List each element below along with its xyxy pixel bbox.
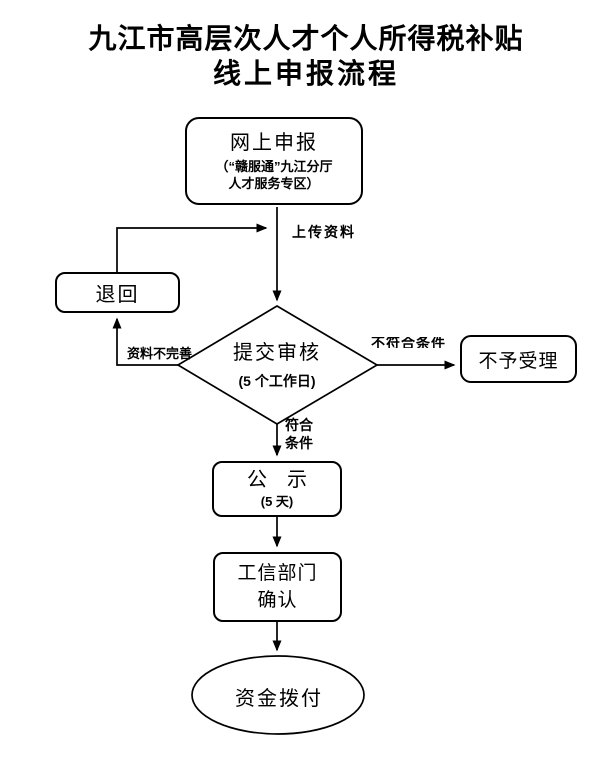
node-publicity: 公 示 (5 天) bbox=[212, 461, 342, 517]
node-confirm-line2: 确认 bbox=[257, 590, 298, 611]
page-title-line2: 线上申报流程 bbox=[212, 59, 399, 90]
disburse-ellipse-shape bbox=[191, 655, 365, 735]
node-publicity-subtitle: (5 天) bbox=[260, 493, 294, 509]
node-review-title: 提交审核 bbox=[233, 342, 321, 364]
node-reject: 不予受理 bbox=[460, 335, 577, 383]
edge-label-qualified: 符合 条件 bbox=[285, 418, 313, 454]
node-confirm-line1: 工信部门 bbox=[237, 563, 318, 584]
node-disburse-label: 资金拨付 bbox=[235, 688, 323, 710]
edge-label-upload: 上传资料 bbox=[292, 226, 356, 241]
edge-label-incomplete: 资料不完善 bbox=[127, 346, 193, 361]
node-reject-label: 不予受理 bbox=[478, 350, 559, 372]
connector-review-to-return bbox=[112, 317, 178, 366]
page-title-line1: 九江市高层次人才个人所得税补贴 bbox=[88, 24, 524, 55]
node-publicity-title: 公 示 bbox=[247, 468, 307, 491]
edge-label-qualified-line2: 条件 bbox=[285, 437, 313, 452]
node-online-apply-title: 网上申报 bbox=[230, 131, 318, 154]
review-diamond-shape bbox=[176, 305, 379, 425]
node-review-subtitle: (5 个工作日) bbox=[238, 373, 316, 389]
node-confirm: 工信部门 确认 bbox=[213, 552, 342, 622]
node-online-apply: 网上申报 （“赣服通”九江分厅 人才服务专区） bbox=[185, 117, 363, 205]
edge-label-not-qualified: 不符合条件 bbox=[371, 337, 446, 348]
node-online-apply-subtitle-line1: （“赣服通”九江分厅 bbox=[215, 158, 333, 174]
node-online-apply-subtitle-line2: 人才服务专区） bbox=[228, 175, 320, 191]
node-return-label: 退回 bbox=[95, 284, 140, 306]
connector-return-to-spine bbox=[116, 223, 268, 272]
node-disburse: 资金拨付 bbox=[197, 682, 361, 711]
node-return: 退回 bbox=[55, 272, 180, 313]
node-review: 提交审核 (5 个工作日) bbox=[197, 341, 357, 390]
edge-label-qualified-line1: 符合 bbox=[285, 419, 313, 434]
page-title: 九江市高层次人才个人所得税补贴 线上申报流程 bbox=[0, 22, 612, 92]
